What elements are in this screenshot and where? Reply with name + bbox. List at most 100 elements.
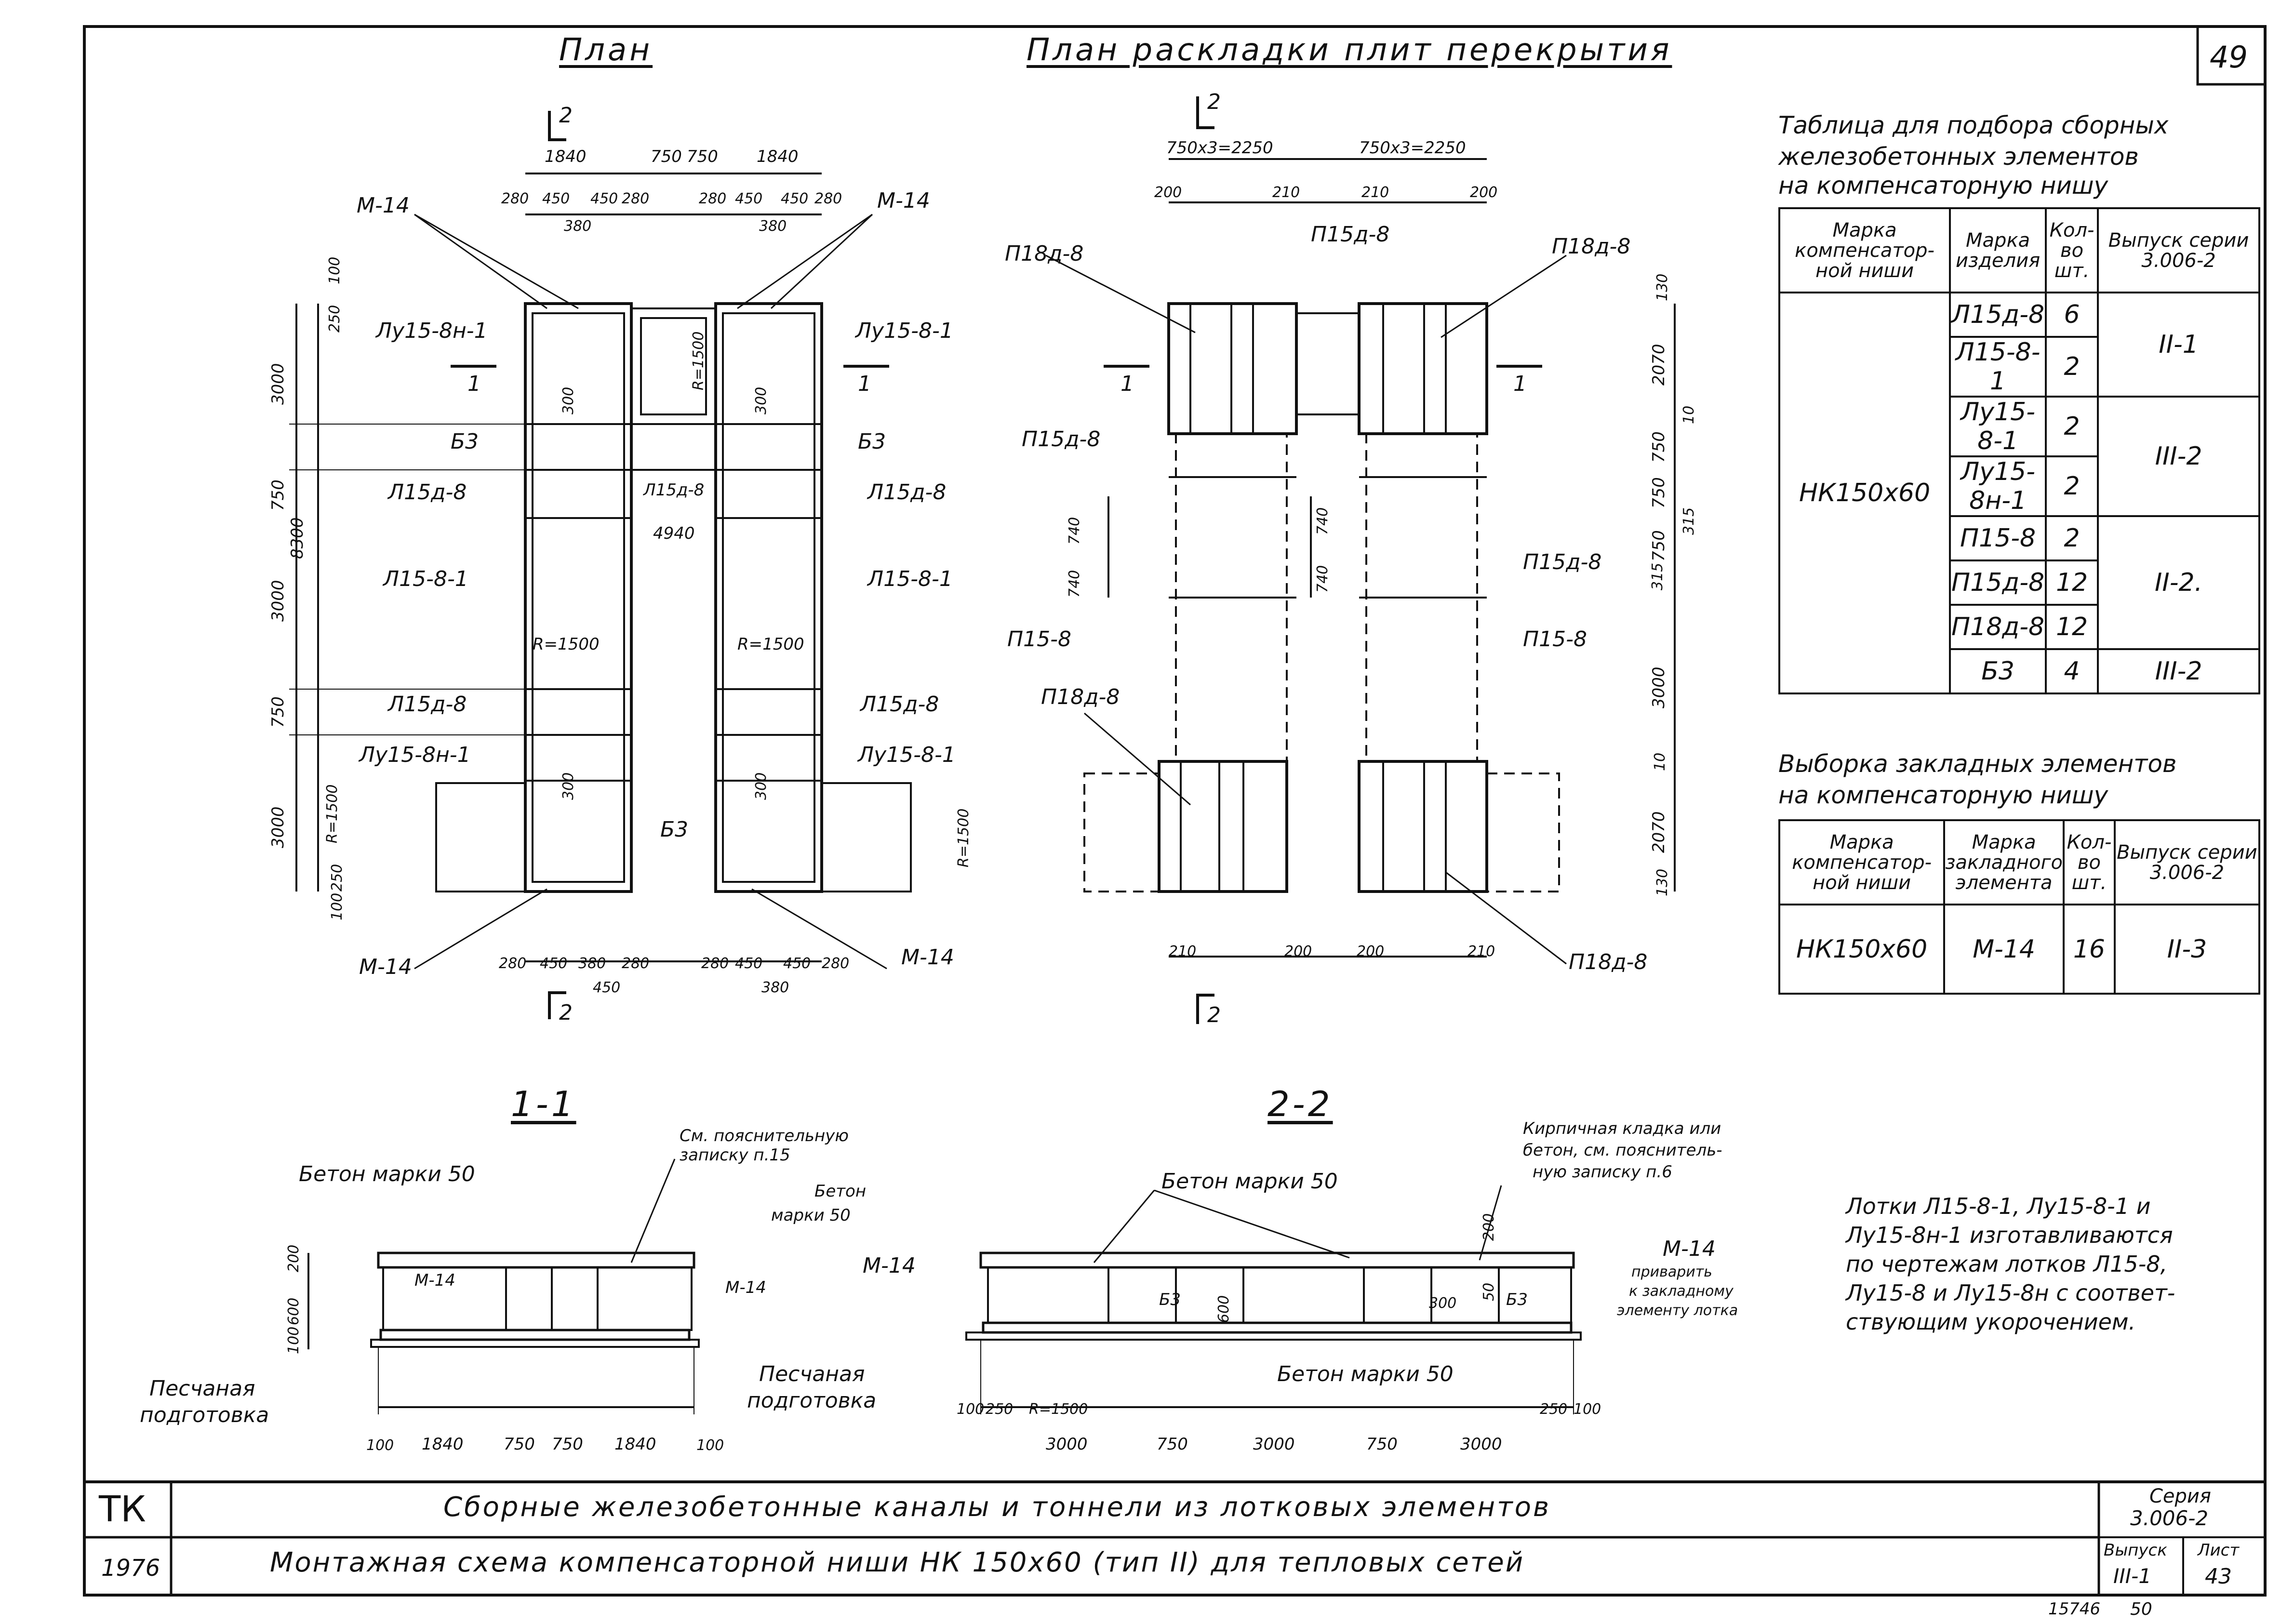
s1-m14-left: М-14 (414, 1271, 455, 1290)
dim-top-sub-right-450a: 450 (735, 190, 763, 207)
s1-dim-bottom-100a: 100 (366, 1437, 394, 1454)
s2-dim-3000a: 3000 (1046, 1435, 1088, 1454)
page-number-box (2196, 25, 2267, 86)
label-p15d8-left: П15д-8 (1022, 427, 1101, 452)
table1-row-item: Лу15-8н-1 (1949, 455, 2047, 517)
section-mark-1-slab-left: 1 (1120, 372, 1134, 396)
table2-header-qty: Кол-во шт. (2063, 819, 2116, 905)
label-b3-right: Б3 (858, 429, 886, 454)
dim-slab-top-200a: 200 (1154, 184, 1182, 201)
dim-slab-v-2070a: 2070 (1649, 344, 1668, 386)
s1-dim-100: 100 (285, 1326, 302, 1354)
section-1-1-title: 1-1 (511, 1084, 576, 1124)
s2-b3-a: Б3 (1159, 1290, 1181, 1309)
stamp-issue-value: III-1 (2113, 1564, 2152, 1588)
label-p15-8-right: П15-8 (1523, 627, 1587, 652)
s2-brick-3: ную записку п.6 (1533, 1162, 1672, 1182)
table1: Марка компенсатор-ной ниши Марка изделия… (1778, 207, 2260, 694)
dim-300-bottom-left: 300 (560, 772, 577, 800)
label-lu15-8-1-bottom: Лу15-8-1 (858, 743, 956, 767)
dim-top-380-left: 380 (564, 218, 592, 235)
dim-v-3000-c: 3000 (268, 806, 288, 848)
table2-niche: НК150х60 (1778, 904, 1946, 995)
table1-issue: III-2 (2097, 396, 2260, 517)
s2-m14-right: М-14 (1663, 1237, 1716, 1261)
dim-v-100: 100 (326, 256, 343, 284)
dim-bottom-right-450b: 450 (783, 955, 811, 972)
dim-slab-top-210b: 210 (1361, 184, 1389, 201)
table1-issue: II-2. (2097, 515, 2260, 650)
table1-row-item: П15-8 (1949, 515, 2047, 561)
table1-row-qty: 2 (2044, 515, 2099, 561)
label-lu15-8n-1-bottom: Лу15-8н-1 (359, 743, 471, 767)
table2: Марка компенсатор-ной ниши Марка закладн… (1778, 819, 2261, 995)
label-lu15-8n-1-top: Лу15-8н-1 (376, 319, 488, 343)
s2-b3-b: Б3 (1506, 1290, 1528, 1309)
s1-m14-right: М-14 (725, 1278, 766, 1297)
section1-graphics (307, 1251, 700, 1414)
dim-bottom-right-450a: 450 (735, 955, 763, 972)
sheet-frame (83, 25, 2267, 1597)
dim-v-3000-a: 3000 (268, 363, 288, 405)
table1-row-item: Б3 (1949, 648, 2047, 694)
table2-header-element: Марка закладного элемента (1943, 819, 2065, 905)
dim-2250-right: 750х3=2250 (1359, 138, 1466, 158)
table2-element: М-14 (1943, 904, 2065, 995)
label-p18d8-bl: П18д-8 (1041, 685, 1120, 709)
label-p18d8-tl: П18д-8 (1005, 241, 1084, 266)
dim-v-750-a: 750 (268, 479, 288, 511)
label-l15-8-1-right: Л15-8-1 (867, 567, 953, 591)
dim-slab-740d: 740 (1314, 565, 1331, 593)
label-m14-br: М-14 (901, 945, 954, 970)
s2-dim-250-right: 250 (1540, 1401, 1568, 1418)
dim-v-3000-b: 3000 (268, 580, 288, 622)
s1-dim-bottom-1840b: 1840 (614, 1435, 656, 1454)
dim-bottom-left-280a: 280 (499, 955, 527, 972)
page-number: 49 (2210, 40, 2248, 75)
slab-layout-title: План раскладки плит перекрытия (1027, 32, 1672, 68)
dim-2250-left: 750х3=2250 (1166, 138, 1273, 158)
label-p15-8-left: П15-8 (1007, 627, 1071, 652)
s2-weld-2: к закладному (1629, 1283, 1734, 1300)
section-mark-1-left: 1 (467, 372, 481, 396)
dim-slab-bottom-200a: 200 (1284, 943, 1312, 960)
dim-top-sub-left-450b: 450 (590, 190, 618, 207)
dim-bottom-380: 380 (761, 979, 789, 996)
section-mark-1-slab-right: 1 (1513, 372, 1527, 396)
s1-dim-bottom-100b: 100 (696, 1437, 724, 1454)
stamp-series-value: 3.006-2 (2130, 1506, 2209, 1530)
bottom-stamp-code: 15746 (2048, 1599, 2101, 1619)
dim-slab-top-200b: 200 (1470, 184, 1498, 201)
s2-dim-750a: 750 (1157, 1435, 1188, 1454)
dim-slab-740c: 740 (1314, 507, 1331, 535)
table1-header-qty: Кол-во шт. (2044, 207, 2099, 293)
label-l15d8-right-2: Л15д-8 (860, 692, 939, 717)
section2-graphics (965, 1251, 1582, 1414)
dim-slab-740b: 740 (1066, 570, 1083, 598)
s2-sand-1: Песчаная (759, 1362, 865, 1386)
dim-top-sub-right-280a: 280 (699, 190, 727, 207)
s1-dim-bottom-750b: 750 (552, 1435, 583, 1454)
dim-v-250-b: 250 (329, 864, 346, 892)
s1-sand-1: Песчаная (149, 1376, 255, 1401)
dim-top-1840-left: 1840 (545, 147, 587, 166)
dim-300-top-left: 300 (560, 386, 577, 414)
table1-row-item: П15д-8 (1949, 559, 2047, 606)
dim-300-top-right: 300 (753, 386, 770, 414)
table1-niche-mark: НК150х60 (1778, 292, 1951, 694)
s1-beton-right-2: марки 50 (771, 1206, 851, 1225)
s2-beton-top: Бетон марки 50 (1161, 1169, 1338, 1194)
s2-beton-bottom: Бетон марки 50 (1277, 1362, 1454, 1386)
dim-v-250: 250 (326, 305, 343, 333)
s1-dim-600: 600 (285, 1297, 302, 1325)
dim-top-sub-left-280a: 280 (501, 190, 529, 207)
table2-title-line2: на компенсаторную нишу (1778, 781, 2108, 809)
dim-slab-v-750a: 750 (1649, 431, 1668, 463)
table2-title-line1: Выборка закладных элементов (1778, 750, 2177, 778)
table1-row-qty: 2 (2044, 455, 2099, 517)
note-line-5: ствующим укорочением. (1846, 1309, 2136, 1335)
dim-top-750-a: 750 (651, 147, 682, 166)
section-mark-2-bottom-left: 2 (559, 1000, 573, 1025)
dim-slab-v-2070b: 2070 (1649, 811, 1668, 853)
